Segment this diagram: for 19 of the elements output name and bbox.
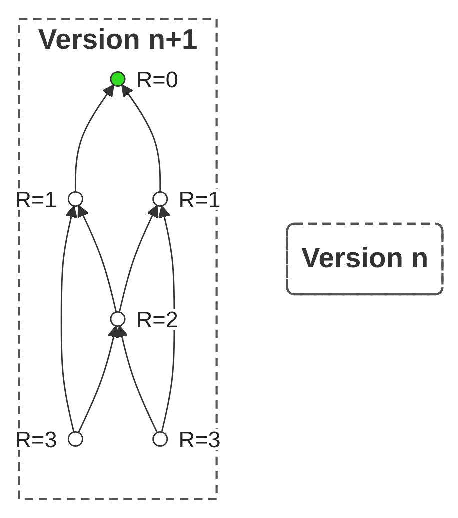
node-circle — [152, 431, 168, 447]
arrow — [116, 325, 158, 433]
arrow — [158, 205, 176, 432]
arrow — [78, 204, 118, 312]
node-circle — [110, 311, 126, 327]
node-circle — [152, 191, 168, 207]
node-circle — [110, 71, 126, 87]
rank-label: R=3 — [178, 427, 221, 452]
arrow — [118, 204, 158, 312]
node-circle — [68, 191, 84, 207]
arrow — [60, 205, 78, 432]
arrow — [78, 325, 120, 433]
arrow — [122, 84, 162, 192]
arrow — [74, 84, 115, 192]
rank-label: R=1 — [178, 187, 221, 212]
rank-label: R=3 — [15, 427, 58, 452]
rank-label: R=1 — [15, 187, 58, 212]
node-circle — [68, 431, 84, 447]
rank-label: R=0 — [136, 68, 178, 92]
